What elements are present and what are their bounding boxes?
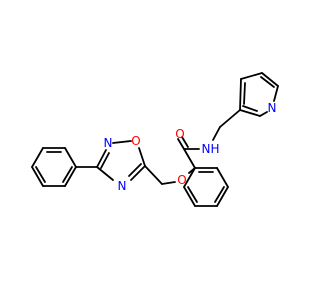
bond xyxy=(144,165,163,185)
bond xyxy=(64,166,77,187)
bond xyxy=(128,163,142,177)
bond xyxy=(216,167,229,188)
bond xyxy=(261,72,279,87)
bond xyxy=(243,82,246,105)
bond xyxy=(112,140,132,144)
structure-canvas: O N H O O N N N xyxy=(31,72,279,207)
bond xyxy=(239,78,242,111)
pyridine-nitrogen-label: N xyxy=(268,101,277,115)
bond xyxy=(62,166,73,183)
bond xyxy=(183,186,196,207)
oxadiazole-oxygen-label: O xyxy=(131,134,140,148)
bond xyxy=(31,147,44,168)
bond xyxy=(35,166,46,183)
oxadiazole-n2-label: N xyxy=(104,136,113,150)
bond xyxy=(242,105,258,112)
bond xyxy=(273,85,279,102)
bond xyxy=(240,72,263,80)
amide-nitrogen-label: N xyxy=(202,142,211,156)
oxadiazole-ring xyxy=(96,140,146,181)
molecule-diagram: O N H O O N N N xyxy=(31,72,279,207)
bond xyxy=(183,148,196,169)
bond xyxy=(212,126,221,141)
amide-oxygen-label: O xyxy=(175,127,184,141)
bond xyxy=(259,111,268,117)
bond xyxy=(183,167,196,188)
bond xyxy=(138,147,146,167)
bond xyxy=(214,186,225,203)
bond xyxy=(239,109,261,117)
benzene-ring xyxy=(183,167,229,207)
bond xyxy=(130,165,146,181)
bond xyxy=(216,186,229,207)
oxadiazole-n4-label: N xyxy=(118,179,127,193)
bond xyxy=(64,147,77,168)
pyridine-ring xyxy=(239,72,279,117)
bond xyxy=(96,166,114,181)
bond xyxy=(187,186,198,203)
bond xyxy=(161,181,176,185)
bond xyxy=(181,136,189,148)
bond xyxy=(219,109,241,128)
bond xyxy=(260,76,275,88)
bond xyxy=(96,149,107,168)
bond xyxy=(31,166,44,187)
amide-hydrogen-label: H xyxy=(210,142,219,156)
bond xyxy=(177,138,185,150)
ether-oxygen-label: O xyxy=(177,173,186,187)
phenyl-ring xyxy=(31,147,77,187)
bond xyxy=(100,152,110,169)
